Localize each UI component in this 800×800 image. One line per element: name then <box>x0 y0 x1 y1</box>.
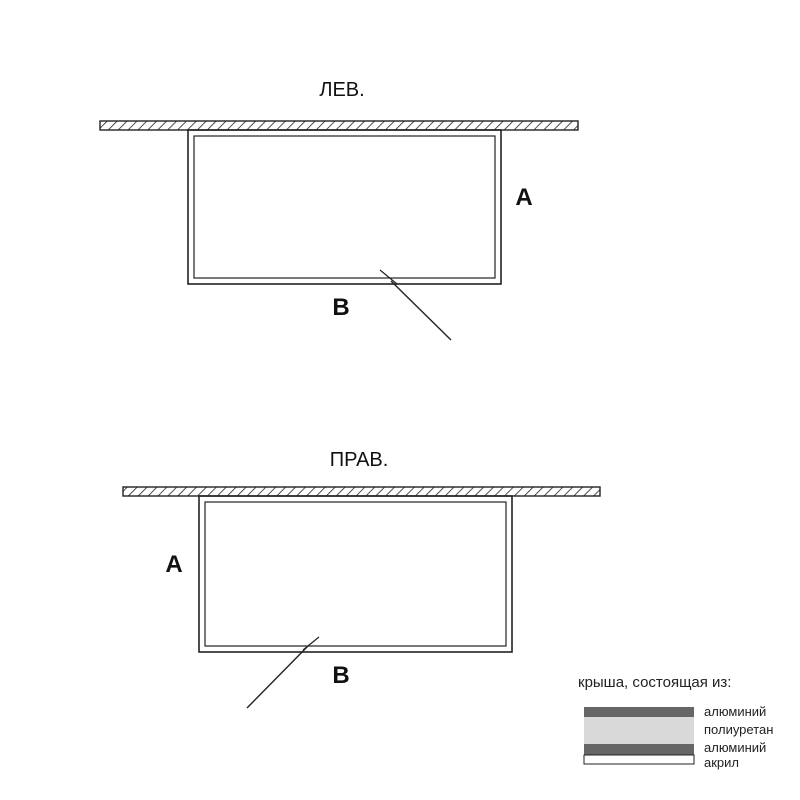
left-door-line <box>379 269 452 341</box>
legend-label-polyurethane: полиуретан <box>704 722 773 737</box>
right-door-line <box>246 636 320 709</box>
left-roof-panel <box>99 120 579 131</box>
right-bottom-label: B <box>332 662 349 689</box>
legend-swatch-aluminium-bottom <box>584 744 694 755</box>
legend-swatch-stack <box>583 707 695 765</box>
left-bottom-label: B <box>332 294 349 321</box>
right-enclosure-frame <box>198 495 513 653</box>
right-diagram-title: ПРАВ. <box>330 449 389 471</box>
legend-label-aluminium-bottom: алюминий <box>704 740 766 755</box>
left-enclosure-frame <box>187 129 502 285</box>
left-side-label: A <box>515 184 532 211</box>
legend-label-aluminium-top: алюминий <box>704 704 766 719</box>
right-diagram: ПРАВ. A B <box>122 449 601 709</box>
legend-swatch-aluminium-top <box>584 707 694 717</box>
left-diagram-title: ЛЕВ. <box>319 79 364 101</box>
right-side-label: A <box>165 551 182 578</box>
legend-label-acrylic: акрил <box>704 755 739 770</box>
roof-legend: крыша, состоящая из: алюминий полиуретан… <box>578 674 773 770</box>
legend-title: крыша, состоящая из: <box>578 674 731 691</box>
right-roof-panel <box>122 486 601 497</box>
legend-swatch-polyurethane <box>584 717 694 744</box>
legend-swatch-acrylic <box>583 754 695 765</box>
left-diagram: ЛЕВ. A B <box>99 79 579 341</box>
